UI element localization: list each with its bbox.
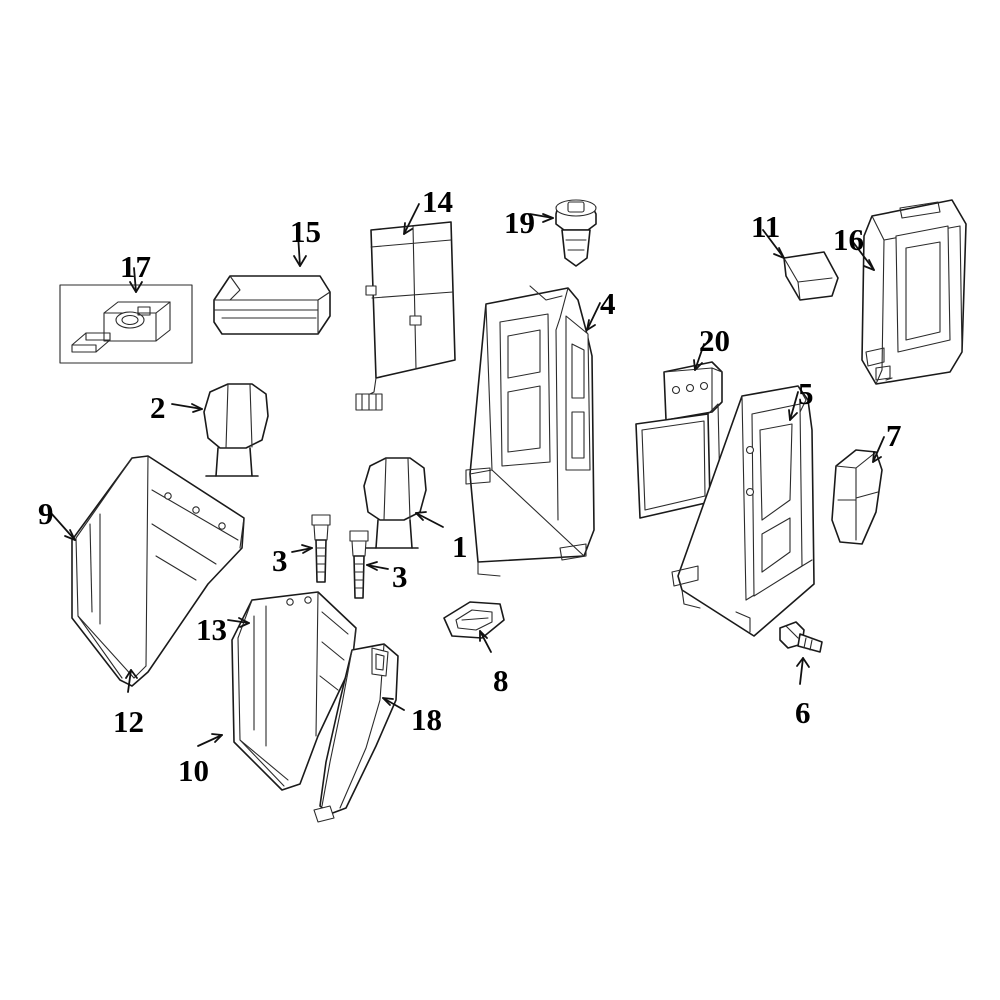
leader-lines xyxy=(50,203,885,747)
callout-13: 13 xyxy=(196,612,227,647)
callout-3b: 3 xyxy=(392,559,408,594)
part-6-screw xyxy=(779,621,823,653)
part-15-armrest xyxy=(213,275,331,335)
callout-9: 9 xyxy=(38,496,54,531)
callout-3a: 3 xyxy=(272,543,288,578)
callout-12: 12 xyxy=(113,704,144,739)
part-7-side-pad xyxy=(831,449,883,545)
callout-14: 14 xyxy=(422,184,453,219)
part-17-inset-box xyxy=(59,284,193,364)
callout-20: 20 xyxy=(699,323,730,358)
callout-8: 8 xyxy=(493,663,509,698)
callout-5: 5 xyxy=(798,376,814,411)
callout-19: 19 xyxy=(504,205,535,240)
callout-6: 6 xyxy=(795,695,811,730)
part-11-trim-cover xyxy=(783,251,839,301)
part-8-latch-bezel xyxy=(443,601,505,639)
part-19-power-socket xyxy=(555,199,597,267)
callout-10: 10 xyxy=(178,753,209,788)
callout-16: 16 xyxy=(833,222,864,257)
callout-17: 17 xyxy=(120,249,151,284)
callout-2: 2 xyxy=(150,390,166,425)
part-2-headrest xyxy=(203,383,269,477)
part-3a-guide-sleeve xyxy=(311,514,331,583)
part-9-12-seat-back-cover-left xyxy=(71,455,245,687)
callout-1: 1 xyxy=(452,529,468,564)
part-5-seat-frame-right xyxy=(671,385,815,637)
part-16-side-trim xyxy=(861,199,967,385)
callout-15: 15 xyxy=(290,214,321,249)
callout-18: 18 xyxy=(411,702,442,737)
part-10-13-seat-back-cover-center xyxy=(231,591,357,791)
callout-7: 7 xyxy=(886,418,902,453)
part-1-headrest xyxy=(363,457,427,549)
part-18-side-cover xyxy=(313,643,399,823)
callout-4: 4 xyxy=(600,286,616,321)
part-3b-guide-sleeve xyxy=(349,530,369,599)
part-14-rear-panel xyxy=(355,221,456,411)
part-4-seat-frame xyxy=(465,285,595,577)
callout-11: 11 xyxy=(751,209,781,244)
